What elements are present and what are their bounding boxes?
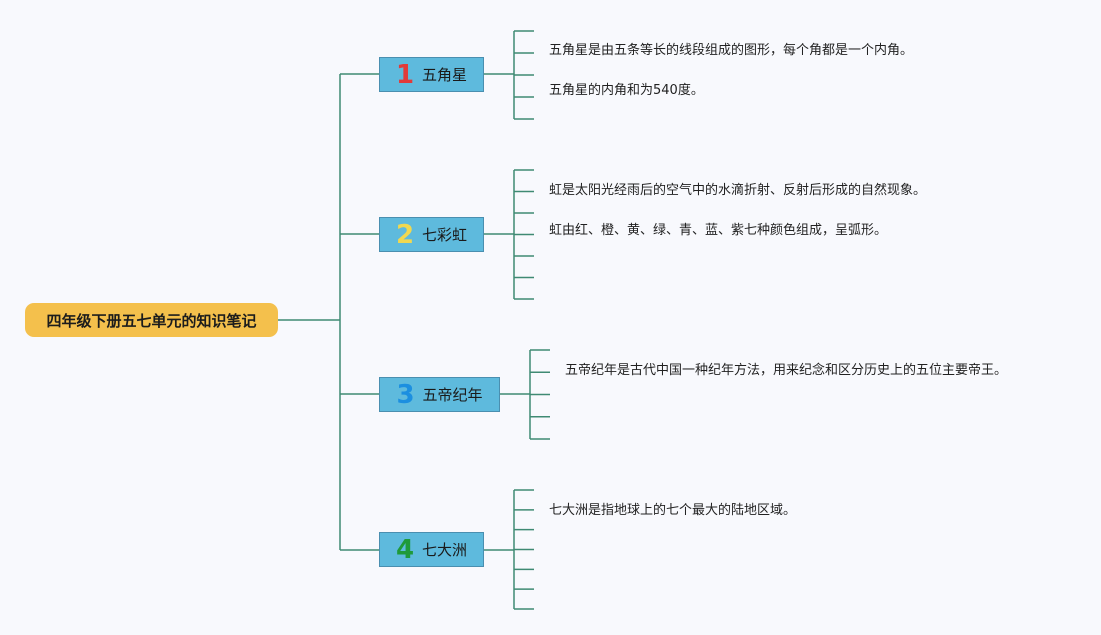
note-text[interactable]: 五角星的内角和为540度。 bbox=[549, 83, 704, 98]
number-4-icon: 4 bbox=[395, 534, 415, 565]
branch-qidazhou[interactable]: 4 七大洲 bbox=[379, 532, 484, 567]
root-topic[interactable]: 四年级下册五七单元的知识笔记 bbox=[25, 303, 278, 337]
branch-wudijinian[interactable]: 3 五帝纪年 bbox=[379, 377, 500, 412]
number-2-icon: 2 bbox=[395, 219, 415, 250]
note-text[interactable]: 虹由红、橙、黄、绿、青、蓝、紫七种颜色组成，呈弧形。 bbox=[549, 223, 888, 238]
branch-label: 五角星 bbox=[422, 66, 468, 84]
branch-wujiaoxing[interactable]: 1 五角星 bbox=[379, 57, 484, 92]
note-text[interactable]: 虹是太阳光经雨后的空气中的水滴折射、反射后形成的自然现象。 bbox=[549, 183, 927, 198]
number-1-icon: 1 bbox=[395, 59, 415, 90]
number-3-icon: 3 bbox=[396, 379, 415, 410]
note-text[interactable]: 五角星是由五条等长的线段组成的图形，每个角都是一个内角。 bbox=[549, 43, 914, 58]
root-topic-label: 四年级下册五七单元的知识笔记 bbox=[46, 311, 257, 330]
note-text[interactable]: 五帝纪年是古代中国一种纪年方法，用来纪念和区分历史上的五位主要帝王。 bbox=[565, 363, 1008, 378]
branch-label: 七大洲 bbox=[422, 541, 468, 559]
branch-label: 五帝纪年 bbox=[422, 386, 483, 404]
note-text[interactable]: 七大洲是指地球上的七个最大的陆地区域。 bbox=[549, 503, 797, 518]
branch-label: 七彩虹 bbox=[422, 226, 468, 244]
branch-qicaihong[interactable]: 2 七彩虹 bbox=[379, 217, 484, 252]
